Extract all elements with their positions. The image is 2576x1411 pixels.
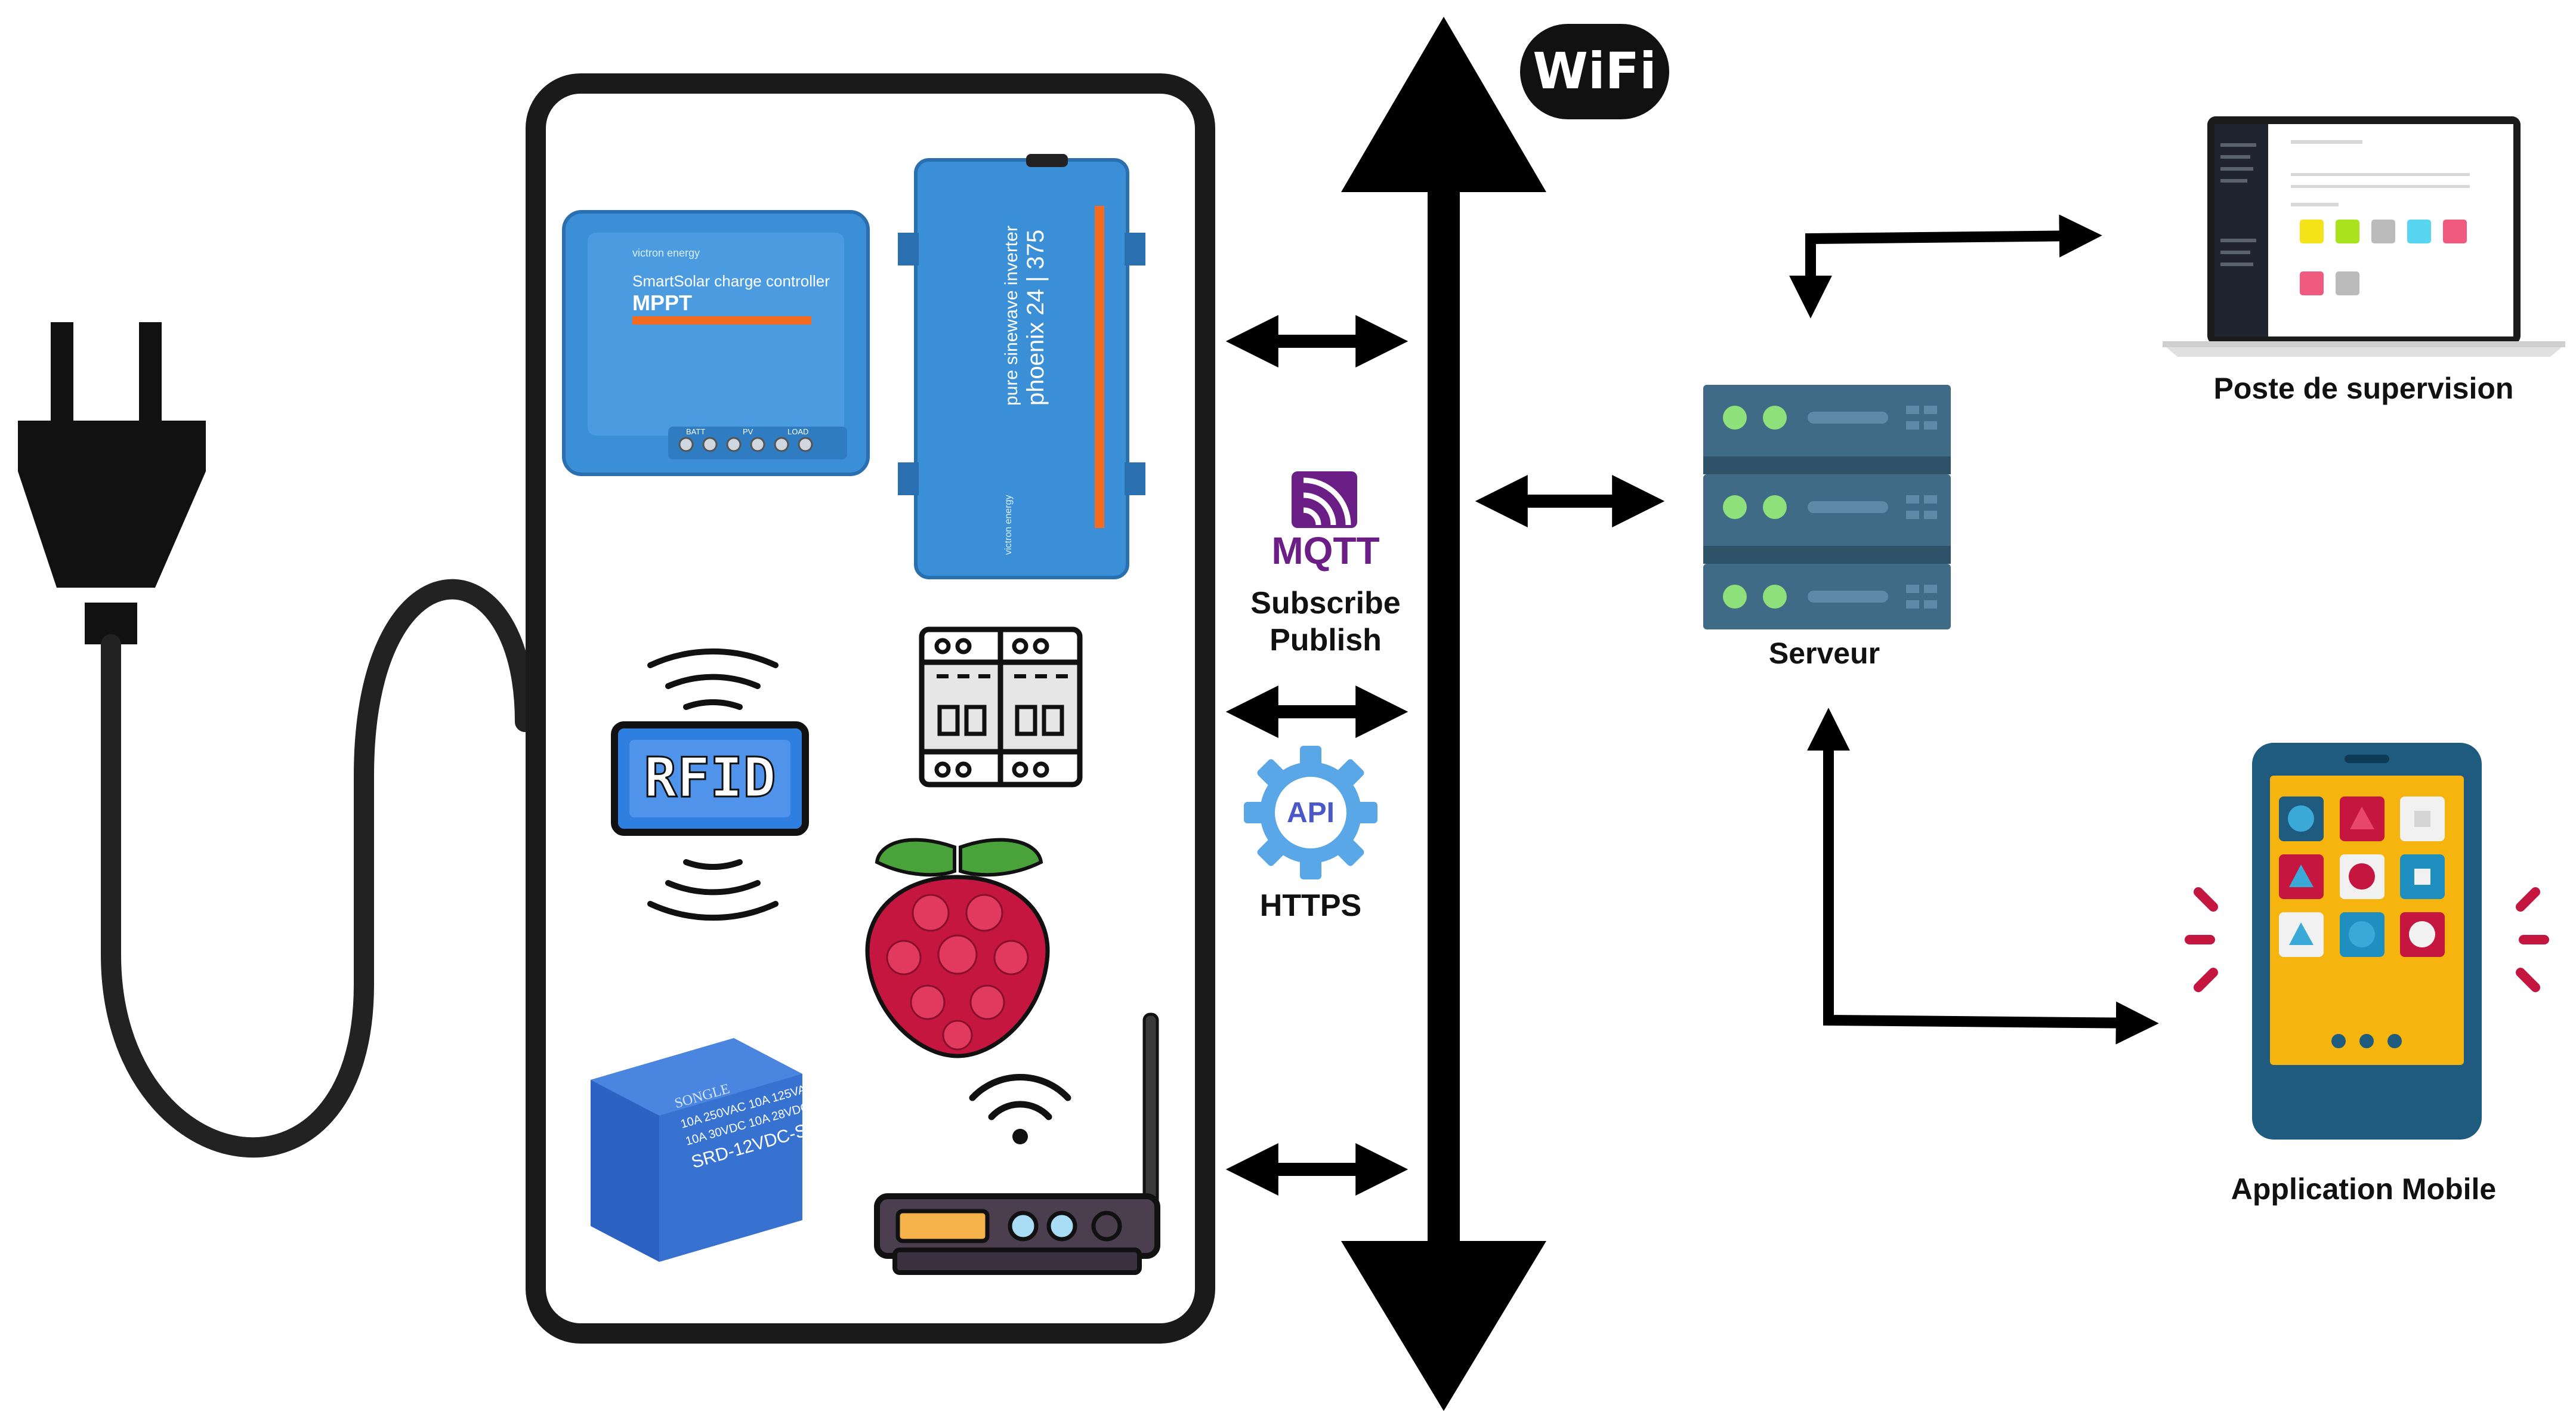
mobile-app-label: Application Mobile (2231, 1172, 2496, 1206)
https-label: HTTPS (1260, 888, 1361, 923)
wifi-logo-icon: WiFi (1520, 24, 1669, 119)
svg-text:MPPT: MPPT (632, 291, 692, 315)
server-label: Serveur (1769, 637, 1880, 670)
router-icon (874, 1012, 1160, 1275)
server-icon (1703, 385, 1951, 629)
laptop-icon (2163, 116, 2565, 357)
svg-text:WiFi: WiFi (1533, 42, 1657, 100)
svg-text:victron energy: victron energy (632, 247, 700, 259)
api-gear-icon: API (1244, 746, 1377, 879)
svg-text:RFID: RFID (644, 746, 776, 810)
supervision-label: Poste de supervision (2214, 372, 2514, 405)
raspberry-pi-icon (865, 838, 1050, 1058)
arrow-server-mobile (1807, 708, 2159, 1045)
svg-text:API: API (1287, 797, 1335, 829)
smartphone-icon (2185, 743, 2549, 1140)
rfid-icon: RFID (611, 648, 809, 921)
arrow-server-supervision (1789, 214, 2102, 319)
mppt-charge-controller: victron energy SmartSolar charge control… (562, 210, 870, 476)
svg-text:PV: PV (743, 427, 753, 436)
svg-text:MQTT: MQTT (1271, 529, 1379, 572)
plug-icon (18, 322, 535, 1158)
svg-text:pure sinewave inverter: pure sinewave inverter (1002, 226, 1021, 406)
circuit-breaker-icon (919, 626, 1083, 788)
svg-text:phoenix 24 | 375: phoenix 24 | 375 (1023, 230, 1049, 406)
svg-text:LOAD: LOAD (787, 427, 808, 436)
svg-text:BATT: BATT (686, 427, 705, 436)
bus-link-arrows (1225, 315, 1665, 1196)
mqtt-icon: MQTT (1271, 471, 1380, 572)
wifi-backbone (1341, 17, 1546, 1411)
svg-text:victron energy: victron energy (1003, 495, 1014, 555)
publish-label: Publish (1270, 623, 1382, 657)
phoenix-inverter: pure sinewave inverter phoenix 24 | 375 … (898, 154, 1145, 579)
subscribe-label: Subscribe (1250, 586, 1400, 620)
svg-text:SmartSolar charge controller: SmartSolar charge controller (632, 272, 830, 290)
